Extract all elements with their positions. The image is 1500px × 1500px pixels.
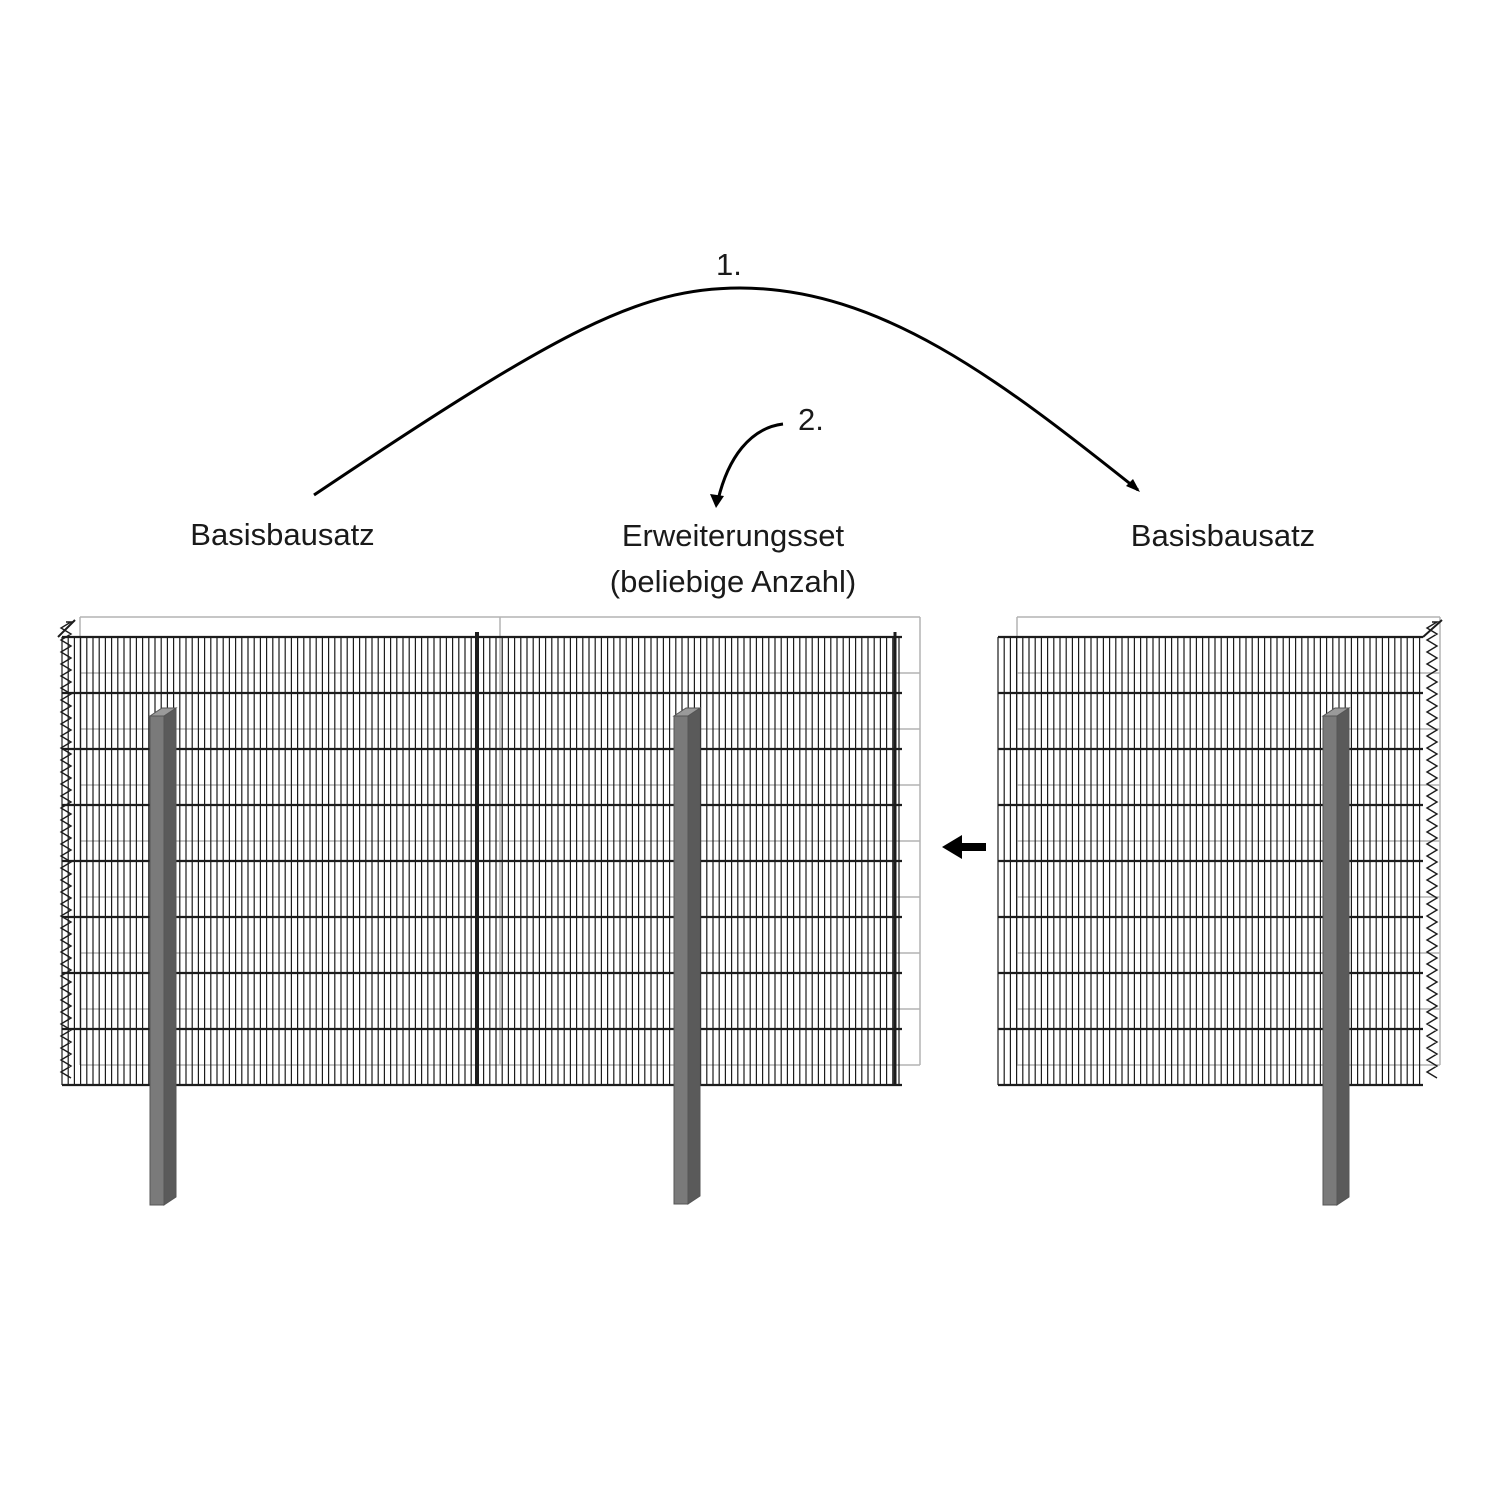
- right-back-horizontal-wires: [1017, 616, 1440, 1066]
- middle-post-top: [672, 707, 702, 717]
- right-post-front: [1322, 715, 1338, 1206]
- ground-posts: [148, 707, 1351, 1206]
- middle-post-front: [673, 715, 689, 1205]
- right-gabion-panel: [997, 635, 1423, 1087]
- right-front-horizontal-wires: [998, 635, 1423, 1087]
- left-post-top: [148, 707, 178, 717]
- right-post-top: [1321, 707, 1351, 717]
- left-front-horizontal-wires: [62, 635, 902, 1087]
- right-top-diagonal: [1422, 619, 1443, 638]
- left-back-horizontal-wires: [80, 616, 920, 1066]
- left-top-diagonal: [57, 619, 76, 638]
- step-1-arc-arrow: [313, 286, 1140, 497]
- left-gabion-panel: [61, 632, 902, 1087]
- left-post: [148, 707, 178, 1206]
- step-2-number: 2.: [798, 402, 824, 437]
- middle-module-label-line1: Erweiterungsset: [621, 518, 845, 553]
- right-post-side: [1336, 707, 1350, 1206]
- spiral-connectors: [57, 619, 1443, 1079]
- left-post-side: [163, 707, 177, 1206]
- left-module-label: Basisbausatz: [190, 517, 375, 552]
- step-1-number: 1.: [716, 247, 742, 282]
- middle-post: [672, 707, 702, 1205]
- middle-post-side: [687, 707, 701, 1205]
- step-2-curved-arrow: [710, 422, 784, 508]
- right-spiral: [1425, 621, 1440, 1079]
- middle-module-label-line2: (beliebige Anzahl): [609, 564, 857, 599]
- right-post: [1321, 707, 1351, 1206]
- right-module-label: Basisbausatz: [1130, 518, 1316, 553]
- left-spiral: [59, 621, 74, 1079]
- left-post-front: [149, 715, 165, 1206]
- push-left-arrow: [942, 835, 986, 859]
